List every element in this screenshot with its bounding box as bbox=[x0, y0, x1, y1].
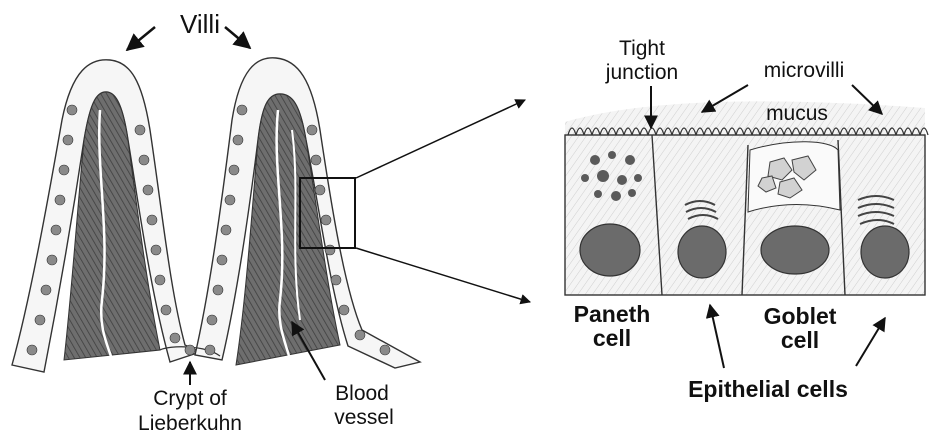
zoom-line-bottom bbox=[356, 248, 530, 302]
epithelial-cells-label: Epithelial cells bbox=[688, 376, 848, 402]
epithelial-nucleus-1 bbox=[678, 226, 726, 278]
blood-vessel-label-line2: vessel bbox=[334, 406, 394, 429]
zoom-line-top bbox=[356, 100, 525, 178]
paneth-nucleus bbox=[580, 224, 640, 276]
mucus-layer bbox=[565, 101, 925, 140]
tight-junction-label-line2: junction bbox=[605, 61, 678, 84]
microvilli-label: microvilli bbox=[764, 59, 845, 82]
blood-vessel-label-line1: Blood bbox=[335, 382, 389, 405]
crypt-label-line1: Crypt of bbox=[153, 387, 227, 410]
mucus-label: mucus bbox=[766, 102, 828, 125]
crypt-label-line2: Lieberkuhn bbox=[138, 412, 242, 435]
villi-arrow-right bbox=[225, 27, 250, 48]
goblet-cell-label-line1: Goblet bbox=[764, 303, 837, 329]
paneth-cell-label-line2: cell bbox=[593, 325, 631, 351]
epithelial-nucleus-2 bbox=[861, 226, 909, 278]
tight-junction-label-line1: Tight bbox=[619, 37, 665, 60]
villi-label: Villi bbox=[180, 9, 220, 39]
paneth-cell-label-line1: Paneth bbox=[574, 301, 651, 327]
goblet-cell-theca bbox=[748, 142, 840, 212]
villi-arrow-left bbox=[127, 27, 155, 50]
epithelial-arrow-left bbox=[710, 305, 724, 368]
goblet-cell-label-line2: cell bbox=[781, 327, 819, 353]
epithelial-arrow-right bbox=[856, 318, 885, 366]
villi-illustration bbox=[12, 58, 420, 372]
epithelium-closeup bbox=[565, 101, 928, 295]
goblet-nucleus bbox=[761, 226, 829, 274]
